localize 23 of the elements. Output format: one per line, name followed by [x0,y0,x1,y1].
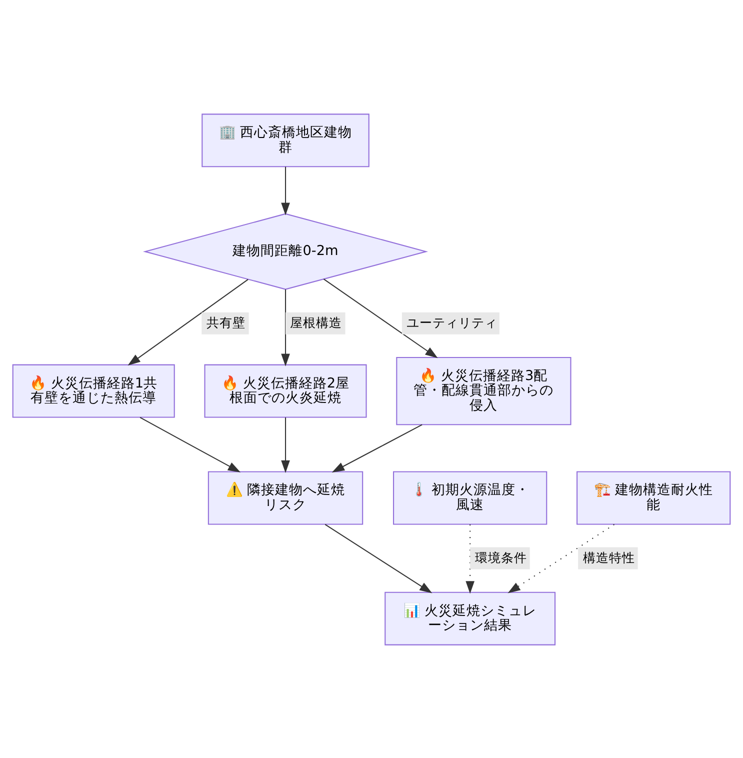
node-box: 🏢 西心斎橋地区建物群 [202,113,370,167]
arrow [323,278,438,358]
arrow [466,524,474,594]
arrow [281,166,290,215]
node-box: 📊 火災延焼シミュレーション結果 [384,591,556,645]
node-box: 🌡 初期火源温度・風速 [393,470,548,524]
arrow [508,524,614,593]
node-box: 🔥 火災伝播経路2屋根面での火炎延焼 [204,364,367,418]
node-box: 🔥 火災伝播経路3配管・配線貫通部からの侵入 [396,356,572,425]
arrow [281,288,290,366]
edge-label: 屋根構造 [290,314,342,330]
node-box: 🏗 建物構造耐火性能 [576,470,731,524]
edge-label: ユーティリティ [406,314,498,330]
arrow [332,424,422,472]
edge-label: 構造特性 [582,550,635,565]
node-box: ⚠ 隣接建物へ延焼リスク [208,470,364,524]
node-diamond: 建物間距離0-2m [142,212,428,290]
node-box: 🔥 火災伝播経路1共有壁を通じた熱伝導 [12,364,175,418]
arrow [324,524,432,593]
edge-label: 共有壁 [206,314,246,330]
edge-label: 環境条件 [474,550,527,565]
arrow [140,416,241,472]
arrow [281,416,290,473]
